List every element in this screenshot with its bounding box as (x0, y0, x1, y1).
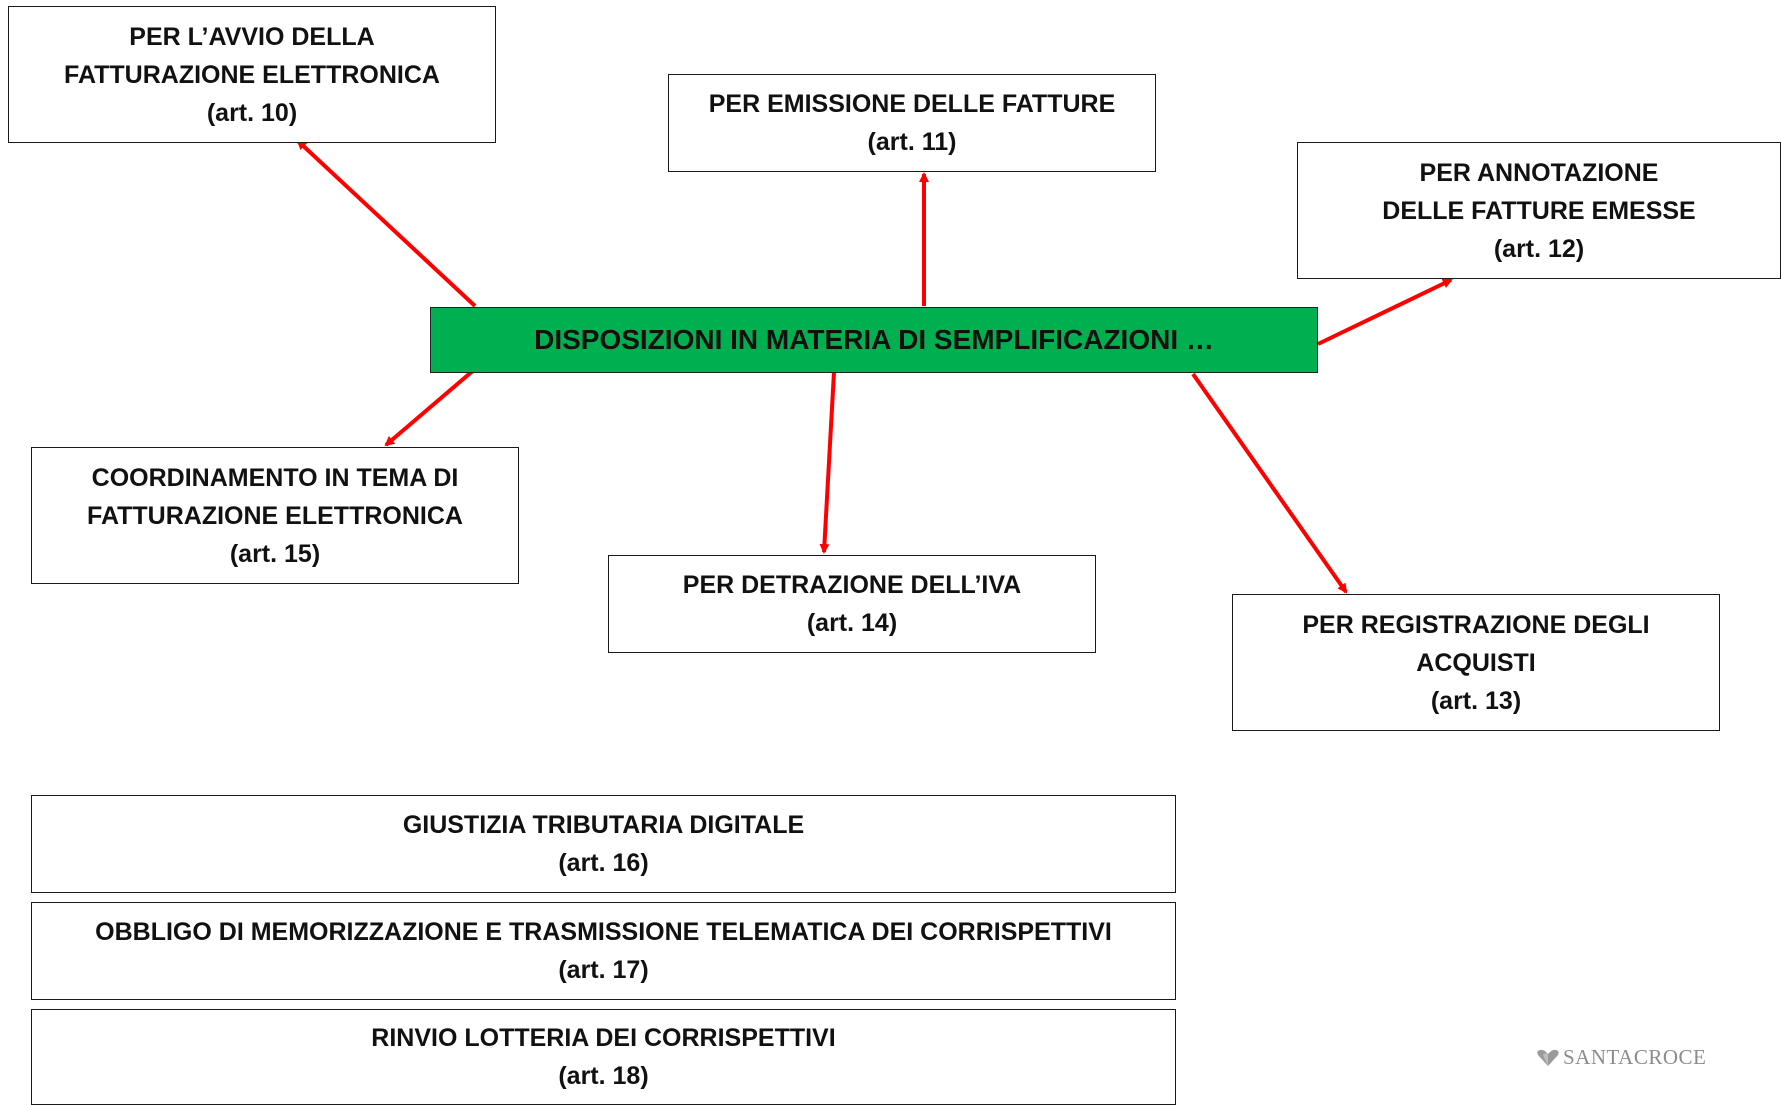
heart-logo-icon (1537, 1049, 1559, 1066)
box-art10-line2: FATTURAZIONE ELETTRONICA (64, 60, 440, 89)
center-topic: DISPOSIZIONI IN MATERIA DI SEMPLIFICAZIO… (430, 307, 1318, 373)
santacroce-logo: SANTACROCE (1536, 1045, 1706, 1070)
box-art10-line3: (art. 10) (206, 98, 298, 127)
box-art10: PER L’AVVIO DELLA FATTURAZIONE ELETTRONI… (8, 6, 496, 143)
box-art17: OBBLIGO DI MEMORIZZAZIONE E TRASMISSIONE… (31, 902, 1176, 1000)
box-art16-line2: (art. 16) (558, 849, 649, 877)
box-art12: PER ANNOTAZIONE DELLE FATTURE EMESSE (ar… (1297, 142, 1781, 279)
box-art16-line1: GIUSTIZIA TRIBUTARIA DIGITALE (402, 811, 805, 839)
box-art14: PER DETRAZIONE DELL’IVA (art. 14) (608, 555, 1096, 653)
box-art11-line1: PER EMISSIONE DELLE FATTURE (708, 90, 1116, 118)
box-art18-line1: RINVIO LOTTERIA DEI CORRISPETTIVI (371, 1024, 836, 1052)
box-art18: RINVIO LOTTERIA DEI CORRISPETTIVI (art. … (31, 1009, 1176, 1105)
box-art17-line2: (art. 17) (558, 956, 649, 984)
box-art14-line1: PER DETRAZIONE DELL’IVA (682, 571, 1022, 599)
box-art15: COORDINAMENTO IN TEMA DI FATTURAZIONE EL… (31, 447, 519, 584)
box-art15-line2: FATTURAZIONE ELETTRONICA (87, 501, 463, 530)
arrow-to-art12 (1317, 278, 1453, 346)
box-art13-line2: ACQUISTI (1416, 648, 1536, 677)
box-art12-line1: PER ANNOTAZIONE (1419, 158, 1659, 187)
arrow-to-art15 (384, 367, 477, 447)
box-art11: PER EMISSIONE DELLE FATTURE (art. 11) (668, 74, 1156, 172)
logo-text: SANTACROCE (1563, 1045, 1707, 1069)
box-art12-line3: (art. 12) (1493, 234, 1585, 263)
arrow-to-art13 (1191, 372, 1348, 594)
box-art13-line3: (art. 13) (1430, 686, 1522, 715)
box-art10-line1: PER L’AVVIO DELLA (129, 22, 375, 51)
box-art14-line2: (art. 14) (806, 609, 898, 637)
box-art13: PER REGISTRAZIONE DEGLI ACQUISTI (art. 1… (1232, 594, 1720, 731)
box-art15-line3: (art. 15) (229, 539, 321, 568)
box-art16: GIUSTIZIA TRIBUTARIA DIGITALE (art. 16) (31, 795, 1176, 893)
arrow-to-art14 (819, 371, 836, 554)
box-art17-line1: OBBLIGO DI MEMORIZZAZIONE E TRASMISSIONE… (95, 918, 1112, 946)
box-art18-line2: (art. 18) (558, 1062, 649, 1090)
arrow-to-art10 (296, 139, 477, 308)
box-art13-line1: PER REGISTRAZIONE DEGLI (1302, 610, 1650, 639)
center-topic-label: DISPOSIZIONI IN MATERIA DI SEMPLIFICAZIO… (534, 324, 1214, 355)
box-art15-line1: COORDINAMENTO IN TEMA DI (91, 463, 459, 492)
box-art11-line2: (art. 11) (867, 128, 957, 156)
box-art12-line2: DELLE FATTURE EMESSE (1382, 196, 1696, 225)
